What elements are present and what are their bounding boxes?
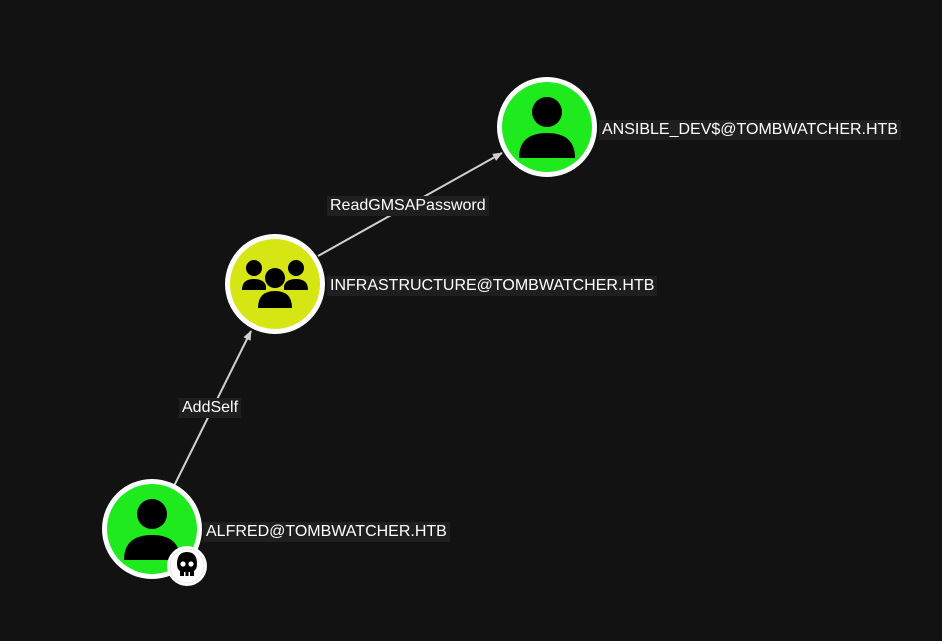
group-icon (242, 260, 308, 308)
node-ansible-dev[interactable] (497, 77, 597, 177)
skull-icon (167, 546, 207, 586)
node-label-ansible-dev: ANSIBLE_DEV$@TOMBWATCHER.HTB (599, 120, 901, 140)
edge-label-readgmsapassword: ReadGMSAPassword (327, 196, 489, 216)
node-label-infrastructure: INFRASTRUCTURE@TOMBWATCHER.HTB (327, 276, 658, 296)
edge-label-addself: AddSelf (179, 398, 242, 418)
user-icon (519, 97, 575, 158)
user-icon (124, 499, 180, 560)
node-infrastructure[interactable] (225, 234, 325, 334)
node-label-alfred: ALFRED@TOMBWATCHER.HTB (203, 522, 450, 542)
